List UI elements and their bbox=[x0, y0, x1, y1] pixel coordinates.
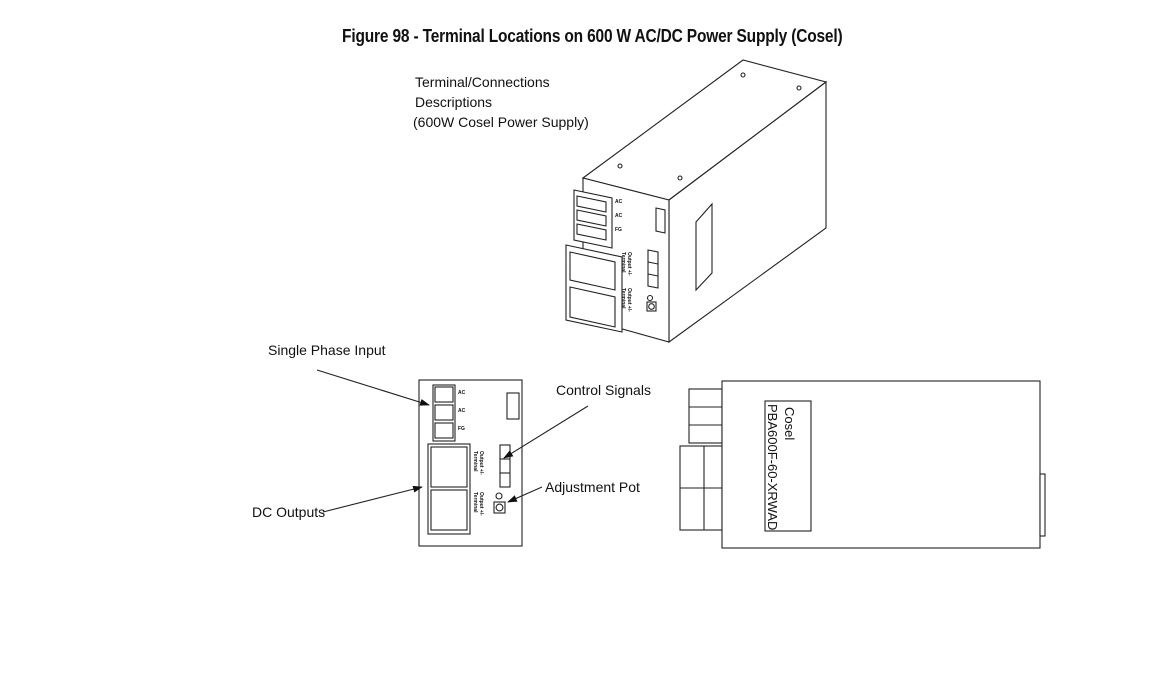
terminal-marking: AC bbox=[615, 199, 623, 205]
terminal-marking: AC bbox=[458, 390, 466, 396]
adjustment-pot-arrow bbox=[507, 486, 543, 503]
input-terminal-block bbox=[573, 189, 613, 249]
input-terminal-block bbox=[688, 388, 723, 444]
case-flange bbox=[1039, 473, 1046, 537]
front-view: AC AC FG Output +/- Terminal Output +/- … bbox=[418, 379, 523, 547]
figure-title: Figure 98 - Terminal Locations on 600 W … bbox=[342, 26, 843, 46]
output-terminal-label: Output +/- bbox=[626, 252, 632, 276]
control-signal-connector bbox=[499, 444, 511, 488]
control-signals-arrow bbox=[503, 405, 589, 459]
output-terminal-block bbox=[427, 443, 471, 535]
terminal-marking: AC bbox=[458, 408, 466, 414]
output-terminal-label: Output +/- bbox=[478, 492, 484, 516]
output-terminal-slot bbox=[569, 251, 616, 291]
single-phase-input-arrow bbox=[316, 369, 430, 406]
model-number-label: PBA600F-60-XRWAD bbox=[765, 404, 780, 530]
label-window bbox=[506, 392, 520, 420]
terminal-marking: FG bbox=[615, 227, 622, 233]
control-signal-connector bbox=[647, 249, 659, 289]
output-terminal-block bbox=[565, 244, 623, 333]
description-label-line3: (600W Cosel Power Supply) bbox=[413, 114, 589, 130]
mounting-hole bbox=[617, 163, 623, 169]
side-view: Cosel PBA600F-60-XRWAD bbox=[679, 380, 1046, 549]
dc-outputs-arrow bbox=[322, 485, 423, 513]
input-terminal-slot bbox=[434, 404, 454, 421]
mounting-hole bbox=[796, 85, 802, 91]
callouts: Single Phase Input Control Signals Adjus… bbox=[252, 342, 651, 520]
mounting-hole bbox=[677, 175, 683, 181]
dc-outputs-label: DC Outputs bbox=[252, 504, 325, 520]
input-terminal-block bbox=[432, 384, 456, 442]
output-terminal-label: Terminal bbox=[620, 252, 626, 273]
output-terminal-slot bbox=[569, 286, 616, 328]
indicator-led bbox=[495, 492, 503, 500]
output-terminal-label: Terminal bbox=[472, 451, 478, 472]
output-terminal-label: Output +/- bbox=[478, 451, 484, 475]
terminal-marking: AC bbox=[615, 213, 623, 219]
input-terminal-slot bbox=[576, 223, 607, 241]
output-terminal-slot bbox=[430, 489, 468, 531]
control-signals-label: Control Signals bbox=[556, 382, 651, 398]
input-terminal-slot bbox=[576, 195, 607, 213]
adjustment-pot bbox=[493, 501, 506, 514]
single-phase-input-label: Single Phase Input bbox=[268, 342, 386, 358]
input-terminal-slot bbox=[576, 209, 607, 227]
mounting-hole bbox=[740, 72, 746, 78]
terminal-marking: FG bbox=[458, 426, 465, 432]
description-label-line2: Descriptions bbox=[415, 94, 492, 110]
vent-slot bbox=[695, 202, 713, 292]
output-terminal-label: Terminal bbox=[472, 492, 478, 513]
output-terminal-label: Output +/- bbox=[626, 288, 632, 312]
indicator-led bbox=[646, 294, 654, 302]
description-label-line1: Terminal/Connections bbox=[415, 74, 550, 90]
input-terminal-slot bbox=[434, 386, 454, 403]
adjustment-pot-label: Adjustment Pot bbox=[545, 479, 640, 495]
label-window bbox=[655, 207, 666, 234]
output-terminal-slot bbox=[430, 446, 468, 488]
adjustment-pot bbox=[646, 301, 657, 312]
model-label-plate bbox=[764, 400, 812, 532]
isometric-view: Terminal/Connections Descriptions (600W … bbox=[413, 59, 828, 344]
input-terminal-slot bbox=[434, 422, 454, 439]
brand-label: Cosel bbox=[782, 407, 797, 440]
output-terminal-label: Terminal bbox=[620, 288, 626, 309]
